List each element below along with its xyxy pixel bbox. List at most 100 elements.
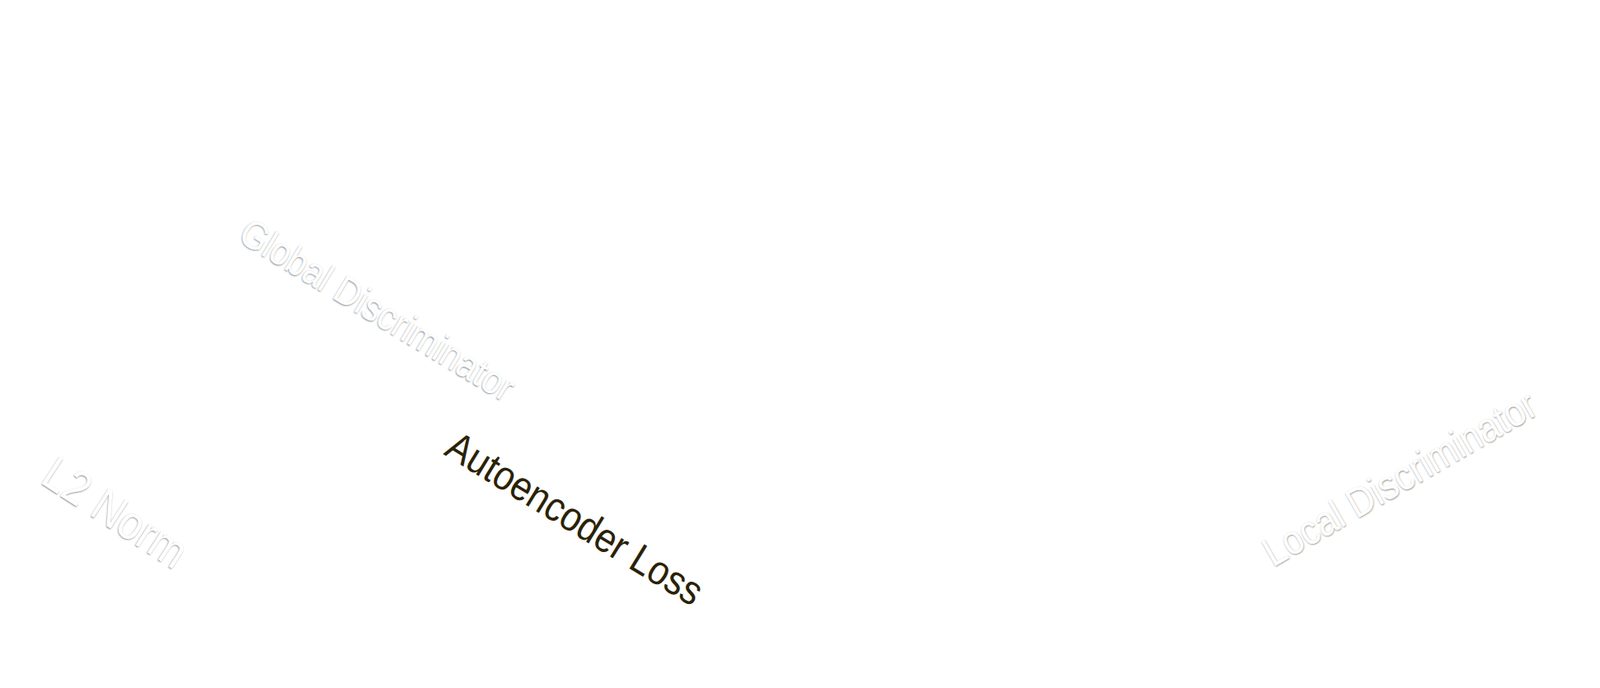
stud-base: [1475, 297, 1526, 325]
brick-side: [571, 250, 695, 467]
stud-side: [490, 181, 546, 197]
stud-side: [151, 309, 215, 328]
stud-top: [332, 176, 388, 207]
stud-top: [151, 292, 215, 328]
stud-top: [1196, 444, 1248, 472]
stud-top: [629, 455, 686, 486]
stud-side: [332, 192, 388, 207]
stud-base: [629, 469, 686, 501]
stud-base: [296, 64, 352, 95]
stud-base: [797, 468, 853, 499]
brick-label: Local Discriminator: [1254, 381, 1546, 578]
stud-top: [168, 425, 232, 460]
stud-side: [797, 468, 853, 484]
stud-base: [696, 406, 752, 437]
stud-top: [428, 331, 484, 362]
stud-top: [393, 107, 449, 139]
stud-top: [490, 166, 546, 198]
stud-base: [1305, 318, 1357, 346]
stud-top: [586, 225, 643, 256]
stud-side: [296, 64, 352, 80]
brick-label: L2 Norm: [32, 445, 198, 581]
stud-side: [1382, 351, 1433, 366]
stud-top: [75, 363, 138, 399]
stud-base: [393, 122, 449, 154]
stud-base: [525, 309, 582, 340]
stud-side: [75, 380, 138, 399]
stud-base: [1196, 458, 1248, 486]
stud-base: [1290, 404, 1341, 432]
stud-side: [529, 408, 585, 423]
stud-base: [168, 442, 232, 478]
stud-side: [1398, 264, 1450, 279]
stud-top: [1213, 357, 1264, 385]
stud-side: [1305, 318, 1357, 333]
stud-side: [696, 406, 752, 422]
stud-base: [494, 282, 550, 314]
stud-side: [1196, 458, 1248, 473]
stud-top: [1120, 411, 1171, 439]
stud-base: [490, 181, 546, 212]
stud-top: [529, 393, 585, 424]
stud-side: [629, 469, 686, 485]
stud-top: [1290, 390, 1341, 418]
stud-top: [296, 48, 352, 80]
brick-front: [20, 403, 210, 624]
stud-side: [595, 344, 652, 360]
lego-brick: Local Discriminator: [1057, 204, 1589, 662]
stud-base: [428, 250, 484, 282]
stud-base: [1213, 371, 1264, 399]
brick-label: Autoencoder Loss: [436, 422, 711, 616]
stud-side: [245, 370, 309, 389]
stud-base: [75, 380, 138, 416]
brick-side: [209, 383, 363, 624]
stud-top: [1382, 337, 1433, 365]
brick-side: [1060, 449, 1215, 658]
stud-base: [586, 240, 643, 272]
lego-brick: Autoencoder Loss: [369, 201, 912, 680]
stud-base: [245, 370, 309, 406]
stud-top: [1305, 304, 1357, 332]
stud-side: [525, 309, 582, 324]
brick-side: [775, 482, 909, 676]
brick-front: [183, 153, 572, 467]
stud-side: [393, 122, 449, 138]
stud-side: [1475, 297, 1526, 312]
stud-side: [494, 282, 550, 298]
stud-top: [1398, 250, 1450, 278]
stud-top: [494, 267, 550, 298]
stud-side: [168, 442, 232, 460]
stud-side: [731, 531, 787, 547]
stud-top: [1475, 283, 1526, 311]
stud-base: [151, 309, 215, 345]
brick-label: Global Discriminator: [231, 209, 524, 411]
stud-base: [731, 531, 787, 563]
stud-side: [1120, 425, 1171, 440]
stud-base: [1120, 425, 1171, 453]
stud-side: [1213, 371, 1264, 386]
stud-top: [797, 452, 853, 484]
stud-base: [529, 408, 585, 439]
stud-side: [1290, 404, 1341, 419]
stud-top: [245, 353, 309, 389]
stud-top: [525, 294, 582, 325]
stud-top: [731, 516, 787, 548]
brick-top: [1060, 234, 1586, 516]
stud-top: [234, 117, 291, 149]
stud-top: [428, 234, 484, 266]
stud-side: [586, 240, 643, 256]
stud-base: [1398, 264, 1450, 292]
stud-side: [428, 346, 484, 362]
stud-base: [332, 192, 388, 223]
stud-base: [595, 344, 652, 376]
stud-base: [428, 346, 484, 377]
brick-front: [1214, 300, 1586, 658]
stud-base: [234, 132, 291, 164]
brick-front: [372, 362, 776, 676]
stud-top: [595, 328, 652, 360]
stud-base: [1382, 351, 1433, 379]
stud-top: [696, 390, 752, 422]
lego-brick: Global Discriminator: [180, 0, 698, 470]
stud-side: [234, 132, 291, 148]
